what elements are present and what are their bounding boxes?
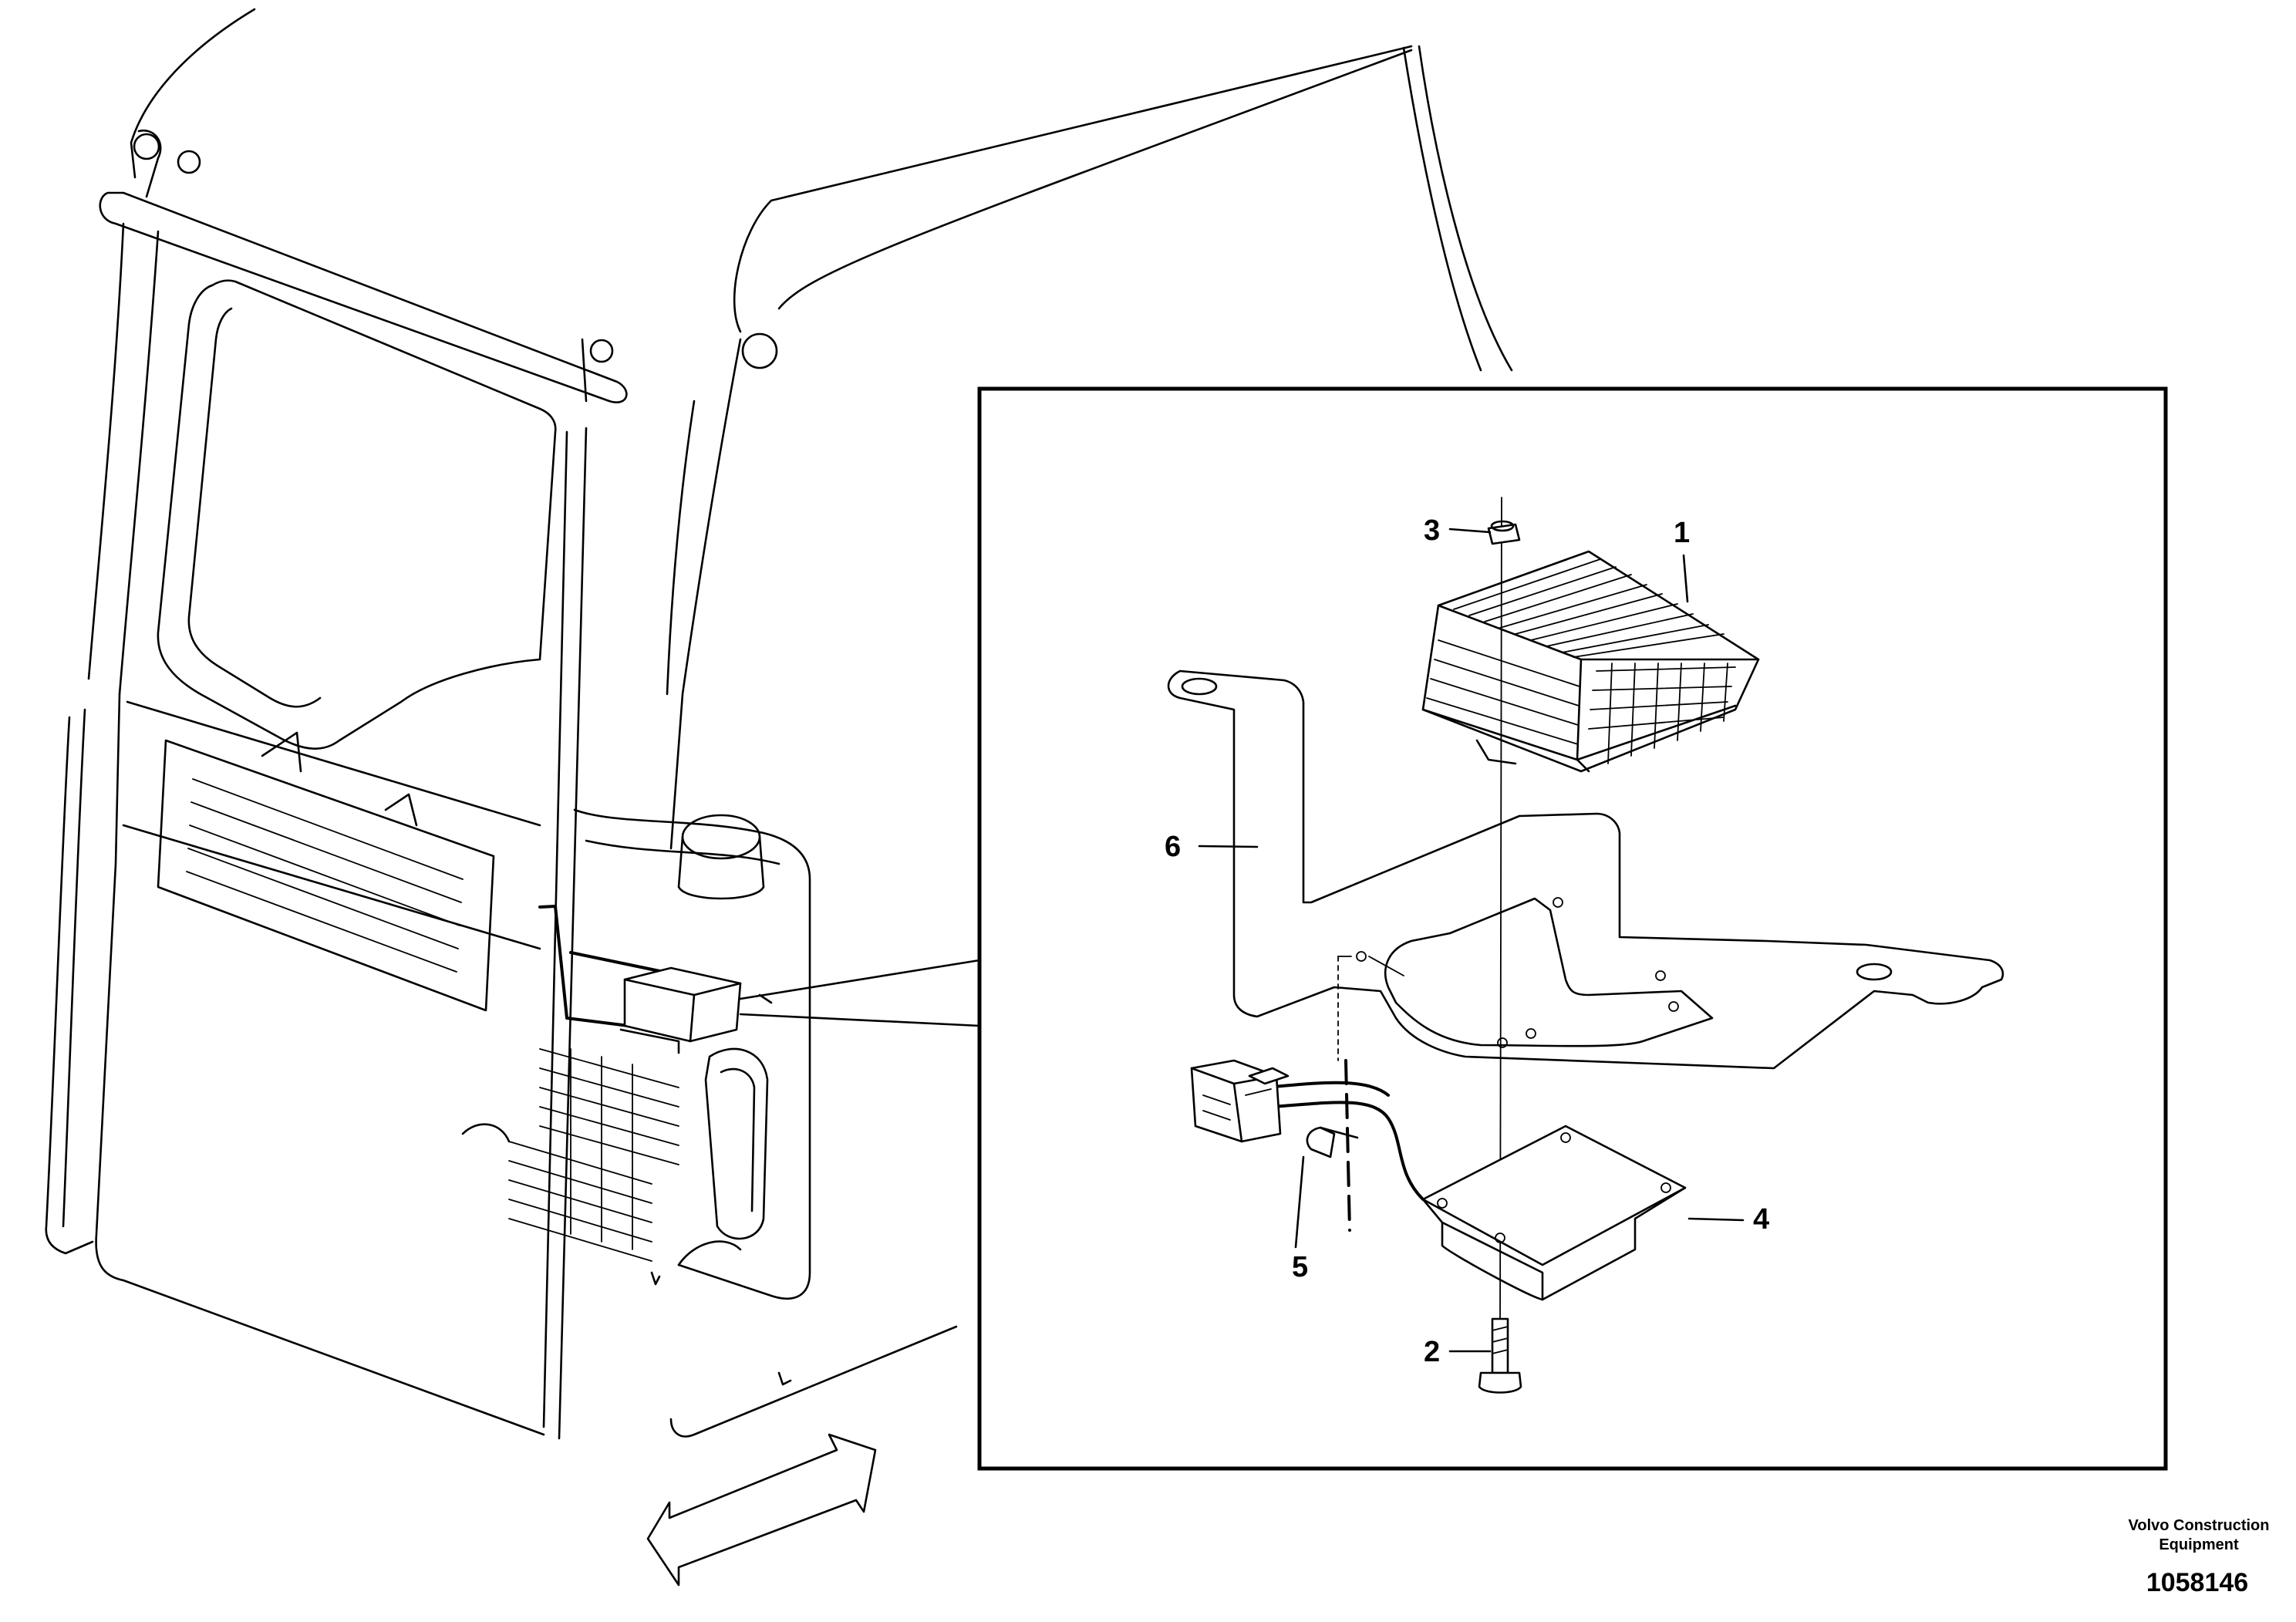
manufacturer-credit-line2: Equipment bbox=[2159, 1536, 2239, 1553]
heatsink-unit-part-1 bbox=[1421, 550, 1760, 773]
bracket-part-6 bbox=[1167, 669, 2004, 1070]
drawing-number: 1058146 bbox=[2146, 1568, 2248, 1597]
vent-grille bbox=[508, 1048, 679, 1262]
cab-overview bbox=[45, 8, 1513, 1440]
callout-5: 5 bbox=[1292, 1251, 1308, 1283]
callout-2: 2 bbox=[1424, 1336, 1440, 1368]
view-direction-arrow bbox=[646, 1433, 877, 1587]
wiring-harness bbox=[1263, 951, 1424, 1232]
module-part-4 bbox=[1421, 1125, 1687, 1301]
nut-part-3 bbox=[1487, 520, 1521, 545]
callout-3: 3 bbox=[1424, 514, 1440, 547]
bolt-part-2 bbox=[1478, 1317, 1522, 1394]
detail-frame bbox=[977, 386, 2168, 1471]
callout-4: 4 bbox=[1753, 1203, 1769, 1236]
callout-leaders bbox=[1198, 528, 1745, 1353]
callout-6: 6 bbox=[1165, 831, 1181, 863]
connector-part-5 bbox=[1190, 1059, 1359, 1158]
callout-1: 1 bbox=[1674, 517, 1690, 549]
manufacturer-credit-line1: Volvo Construction bbox=[2129, 1517, 2270, 1534]
